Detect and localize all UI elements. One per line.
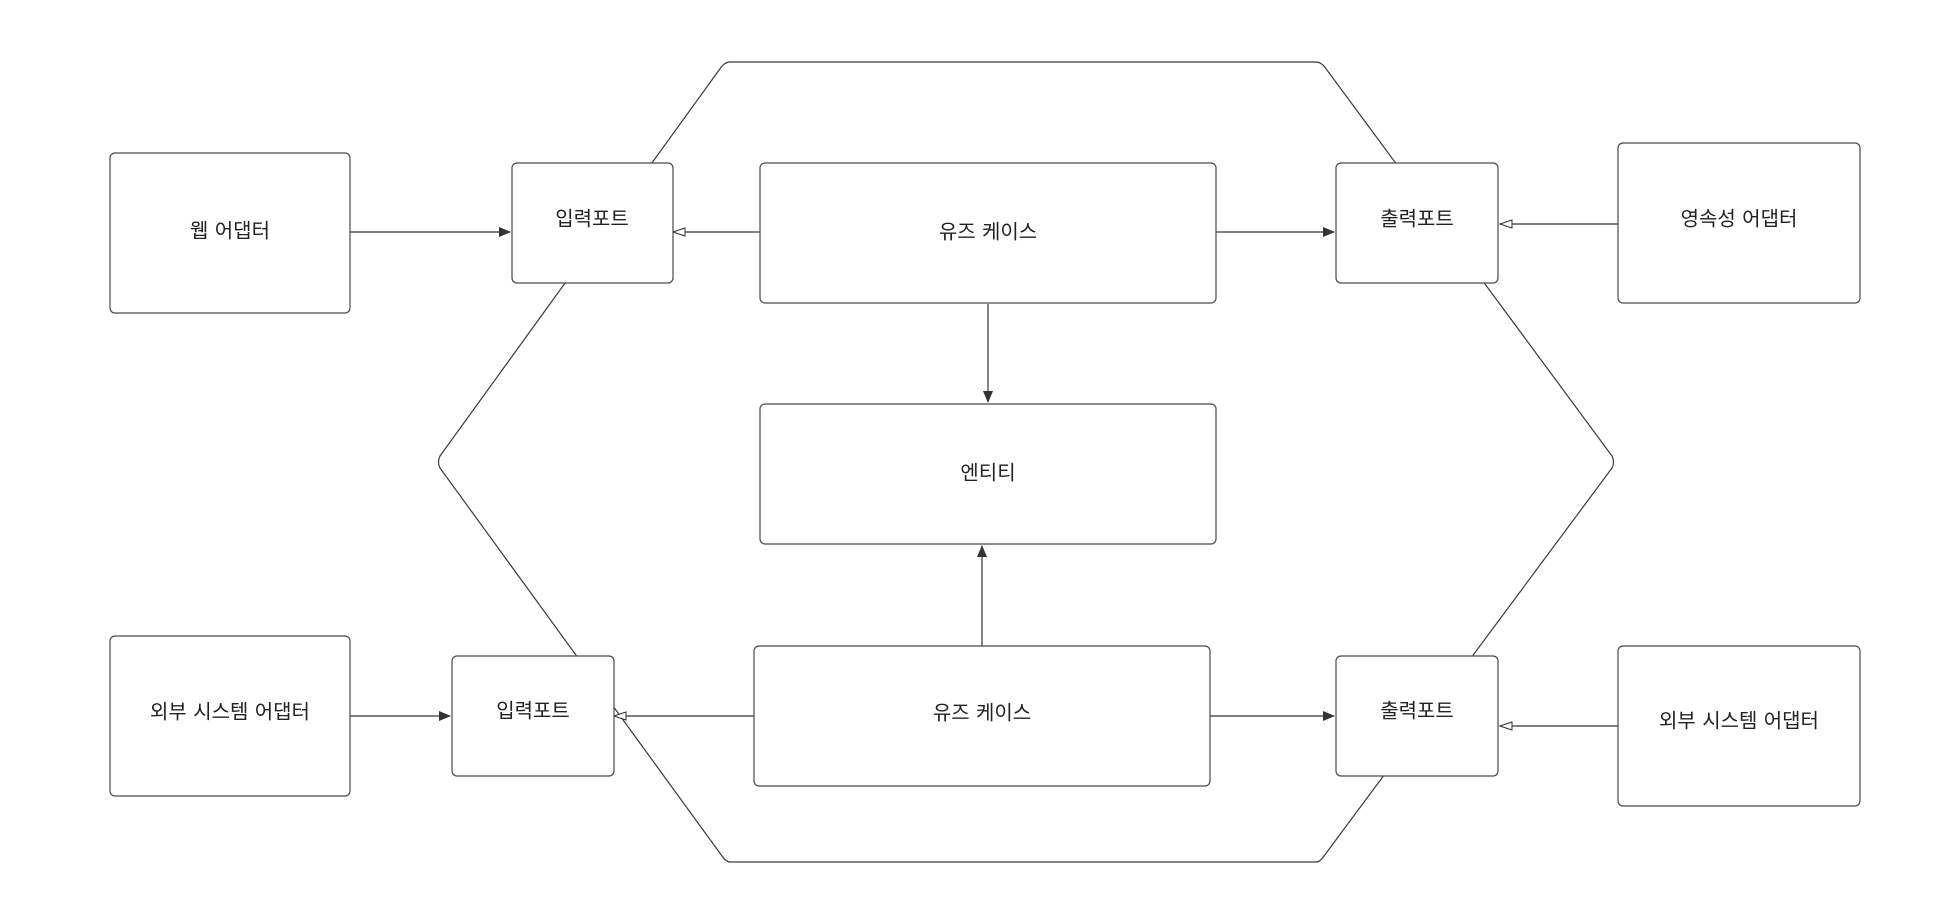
node-use-case-bottom[interactable]: 유즈 케이스	[753, 645, 1211, 787]
node-label: 입력포트	[496, 699, 570, 723]
node-label: 입력포트	[555, 207, 629, 231]
node-input-port-top[interactable]: 입력포트	[511, 162, 674, 284]
node-label: 외부 시스템 어댑터	[1659, 709, 1819, 733]
node-web-adapter[interactable]: 웹 어댑터	[109, 152, 351, 314]
node-output-port-bottom[interactable]: 출력포트	[1335, 655, 1499, 777]
hexagon-boundary	[437, 61, 1615, 863]
node-persistence-adapter[interactable]: 영속성 어댑터	[1617, 142, 1861, 304]
node-label: 유즈 케이스	[933, 701, 1031, 725]
node-output-port-top[interactable]: 출력포트	[1335, 162, 1499, 284]
node-external-adapter-left[interactable]: 외부 시스템 어댑터	[109, 635, 351, 797]
node-label: 외부 시스템 어댑터	[150, 700, 310, 724]
node-label: 유즈 케이스	[939, 220, 1037, 244]
node-label: 엔티티	[960, 461, 1015, 485]
node-label: 출력포트	[1380, 207, 1454, 231]
node-external-adapter-right[interactable]: 외부 시스템 어댑터	[1617, 645, 1861, 807]
node-use-case-top[interactable]: 유즈 케이스	[759, 162, 1217, 304]
node-label: 영속성 어댑터	[1681, 207, 1798, 231]
node-label: 웹 어댑터	[190, 219, 270, 243]
node-label: 출력포트	[1380, 699, 1454, 723]
node-entity[interactable]: 엔티티	[759, 403, 1217, 545]
node-input-port-bottom[interactable]: 입력포트	[451, 655, 615, 777]
